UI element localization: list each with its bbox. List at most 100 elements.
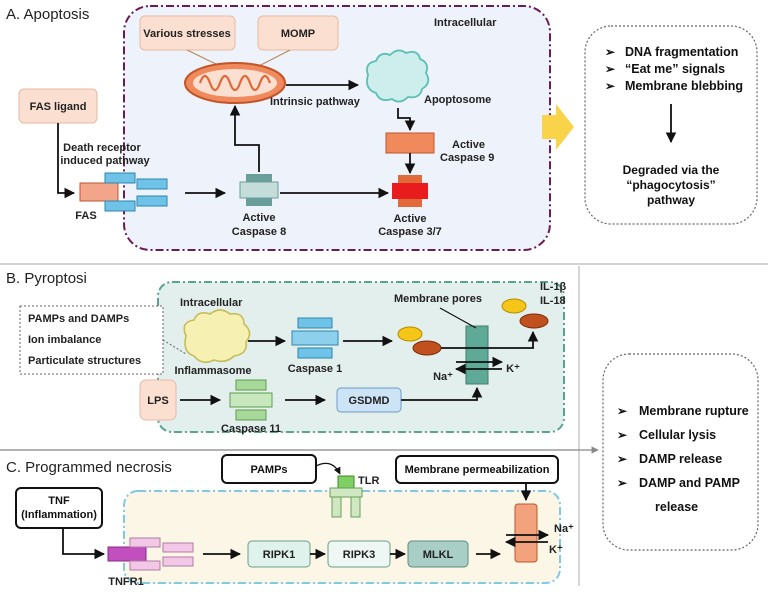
caspase8-block bbox=[239, 174, 279, 206]
section-b-title: B. Pyroptosi bbox=[6, 270, 87, 287]
svg-text:➢: ➢ bbox=[605, 62, 616, 76]
tlr-label: TLR bbox=[358, 475, 379, 487]
svg-text:➢: ➢ bbox=[617, 404, 628, 418]
caspase11-label: Caspase 11 bbox=[221, 423, 281, 435]
outcome-item: “Eat me” signals bbox=[625, 62, 725, 76]
lytic-item: DAMP release bbox=[639, 452, 722, 466]
lytic-item: DAMP and PAMP bbox=[639, 476, 740, 490]
cytokine-release-arrow bbox=[441, 330, 539, 349]
caspase9-block bbox=[385, 132, 435, 154]
il18-icon bbox=[519, 313, 549, 329]
tnf-box bbox=[15, 487, 103, 529]
triggers-box bbox=[19, 305, 164, 375]
gsdmd-label: GSDMD bbox=[349, 395, 390, 407]
svg-text:➢: ➢ bbox=[605, 45, 616, 59]
k-label: K⁺ bbox=[506, 363, 520, 375]
stress-to-mito-line bbox=[186, 49, 221, 67]
caspase8-label-1: Active bbox=[242, 212, 275, 224]
fas-ligand-label: FAS ligand bbox=[30, 101, 87, 113]
yellow-output-arrow bbox=[542, 104, 574, 150]
tnf-to-tnfr1-arrow bbox=[62, 528, 106, 560]
gsdmd-to-pore-arrow bbox=[401, 386, 483, 401]
intrinsic-pathway-label: Intrinsic pathway bbox=[270, 96, 361, 108]
lps-label: LPS bbox=[147, 395, 168, 407]
pamps-to-tlr-arrow bbox=[315, 462, 341, 475]
degraded-label-3: pathway bbox=[647, 193, 695, 207]
momp-box bbox=[257, 15, 339, 51]
tlr-receptor bbox=[329, 475, 363, 518]
il1b-label: IL-1β bbox=[540, 281, 567, 293]
lytic-outcome-list: ➢ Membrane rupture ➢ Cellular lysis ➢ DA… bbox=[617, 404, 749, 514]
trigger-item: Particulate structures bbox=[28, 355, 141, 367]
na-label: Na⁺ bbox=[433, 371, 453, 383]
outcome-item: Membrane blebbing bbox=[625, 79, 743, 93]
outcome-item: DNA fragmentation bbox=[625, 45, 738, 59]
pyroptosis-intracellular-label: Intracellular bbox=[180, 297, 243, 309]
degraded-label-2: “phagocytosis” bbox=[626, 178, 715, 192]
caspase37-label-1: Active bbox=[393, 213, 426, 225]
mlkl-channel bbox=[514, 503, 538, 563]
pamps-label: PAMPs bbox=[250, 464, 287, 476]
caspase1-block bbox=[291, 317, 339, 359]
apoptosome-to-caspase9-arrow bbox=[397, 108, 416, 132]
inflammasome-label: Inflammasome bbox=[174, 365, 251, 377]
membrane-pores-label: Membrane pores bbox=[394, 293, 482, 305]
membrane-perm-label: Membrane permeabilization bbox=[405, 464, 550, 476]
membrane-pores-pointer bbox=[439, 307, 477, 329]
fas-label: FAS bbox=[75, 210, 96, 222]
trigger-item: PAMPs and DAMPs bbox=[28, 313, 129, 325]
svg-text:➢: ➢ bbox=[605, 79, 616, 93]
tnfr1-receptor bbox=[107, 537, 194, 571]
svg-text:➢: ➢ bbox=[617, 428, 628, 442]
caspase37-label-2: Caspase 3/7 bbox=[378, 226, 442, 238]
section-a-title: A. Apoptosis bbox=[6, 6, 89, 23]
ripk1-label: RIPK1 bbox=[263, 549, 295, 561]
caspase9-label-1: Active bbox=[452, 139, 485, 151]
apoptosis-outcome-list: ➢ DNA fragmentation ➢ “Eat me” signals ➢… bbox=[605, 45, 743, 93]
lytic-item: Cellular lysis bbox=[639, 428, 716, 442]
caspase1-label: Caspase 1 bbox=[288, 363, 342, 375]
il1b-icon bbox=[501, 298, 527, 314]
apoptosome-label: Apoptosome bbox=[424, 94, 491, 106]
caspase8-to-mito-arrow bbox=[229, 104, 260, 172]
tnf-label-2: (Inflammation) bbox=[21, 509, 97, 521]
section-c-title: C. Programmed necrosis bbox=[6, 459, 172, 476]
mlkl-label: MLKL bbox=[423, 549, 454, 561]
pro-il1b-icon bbox=[397, 326, 423, 342]
tnfr1-label: TNFR1 bbox=[108, 576, 143, 588]
various-stresses-label: Various stresses bbox=[143, 28, 230, 40]
caspase8-label-2: Caspase 8 bbox=[232, 226, 286, 238]
c-na-label: Na⁺ bbox=[554, 523, 574, 535]
pamps-box bbox=[221, 454, 317, 484]
lytic-item: release bbox=[655, 500, 698, 514]
caspase9-label-2: Caspase 9 bbox=[440, 152, 494, 164]
membrane-perm-box bbox=[395, 455, 559, 484]
apoptosome-icon bbox=[366, 49, 430, 103]
ripk3-label: RIPK3 bbox=[343, 549, 375, 561]
tnf-label-1: TNF bbox=[48, 495, 70, 507]
death-receptor-label-1: Death receptor bbox=[63, 142, 141, 154]
death-receptor-label-2: induced pathway bbox=[60, 155, 150, 167]
il18-label: IL-18 bbox=[540, 295, 566, 307]
apoptosis-intracellular-label: Intracellular bbox=[434, 17, 497, 29]
trigger-item: Ion imbalance bbox=[28, 334, 101, 346]
momp-label: MOMP bbox=[281, 28, 315, 40]
c-k-label: K⁺ bbox=[549, 544, 563, 556]
triggers-to-inflammasome-line bbox=[162, 339, 187, 355]
caspase11-block bbox=[229, 379, 273, 421]
lps-box bbox=[139, 379, 177, 421]
membrane-pore bbox=[465, 325, 489, 385]
fas-receptor bbox=[79, 172, 168, 212]
pro-il18-icon bbox=[412, 340, 442, 356]
caspase37-block bbox=[392, 175, 428, 207]
mitochondrion-icon bbox=[184, 62, 286, 104]
svg-text:➢: ➢ bbox=[617, 452, 628, 466]
lytic-outcome-box bbox=[602, 353, 759, 551]
mlkl-box bbox=[407, 540, 469, 568]
degraded-label-1: Degraded via the bbox=[623, 163, 720, 177]
necrosis-intracellular-region bbox=[123, 490, 561, 584]
svg-text:➢: ➢ bbox=[617, 476, 628, 490]
fas-ligand-arrow bbox=[57, 123, 76, 199]
